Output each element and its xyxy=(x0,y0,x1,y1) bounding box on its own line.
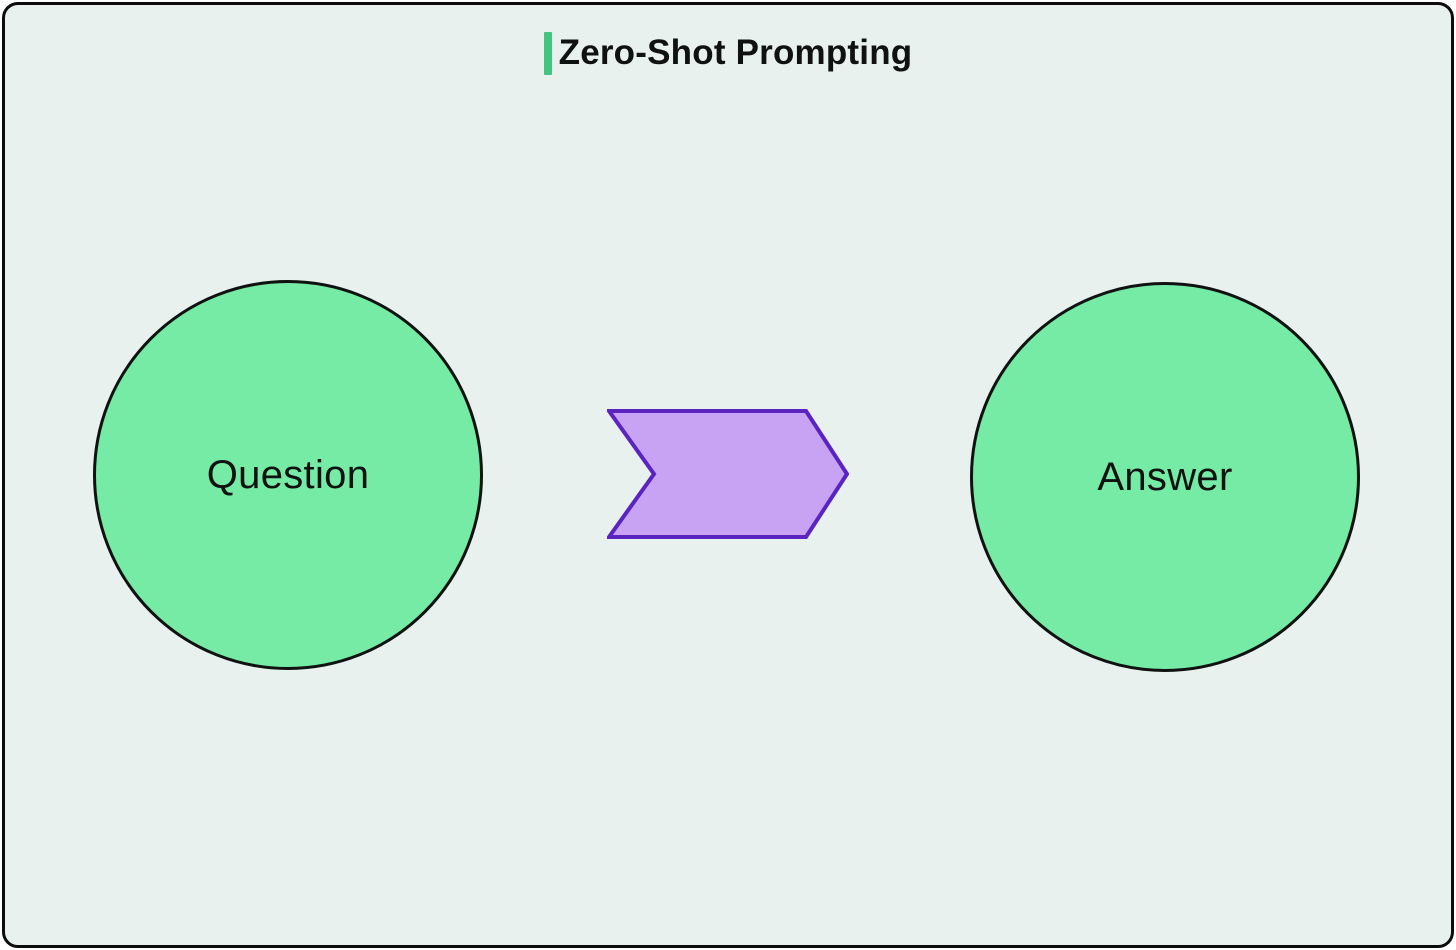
arrow-chevron-icon xyxy=(607,409,849,539)
question-node-label: Question xyxy=(206,452,370,497)
diagram-title-row: Zero-Shot Prompting xyxy=(5,29,1451,77)
answer-node: Answer xyxy=(970,282,1360,672)
diagram-title: Zero-Shot Prompting xyxy=(558,32,913,72)
question-node: Question xyxy=(93,280,483,670)
answer-node-label: Answer xyxy=(1097,454,1233,499)
title-accent-bar xyxy=(543,31,552,75)
